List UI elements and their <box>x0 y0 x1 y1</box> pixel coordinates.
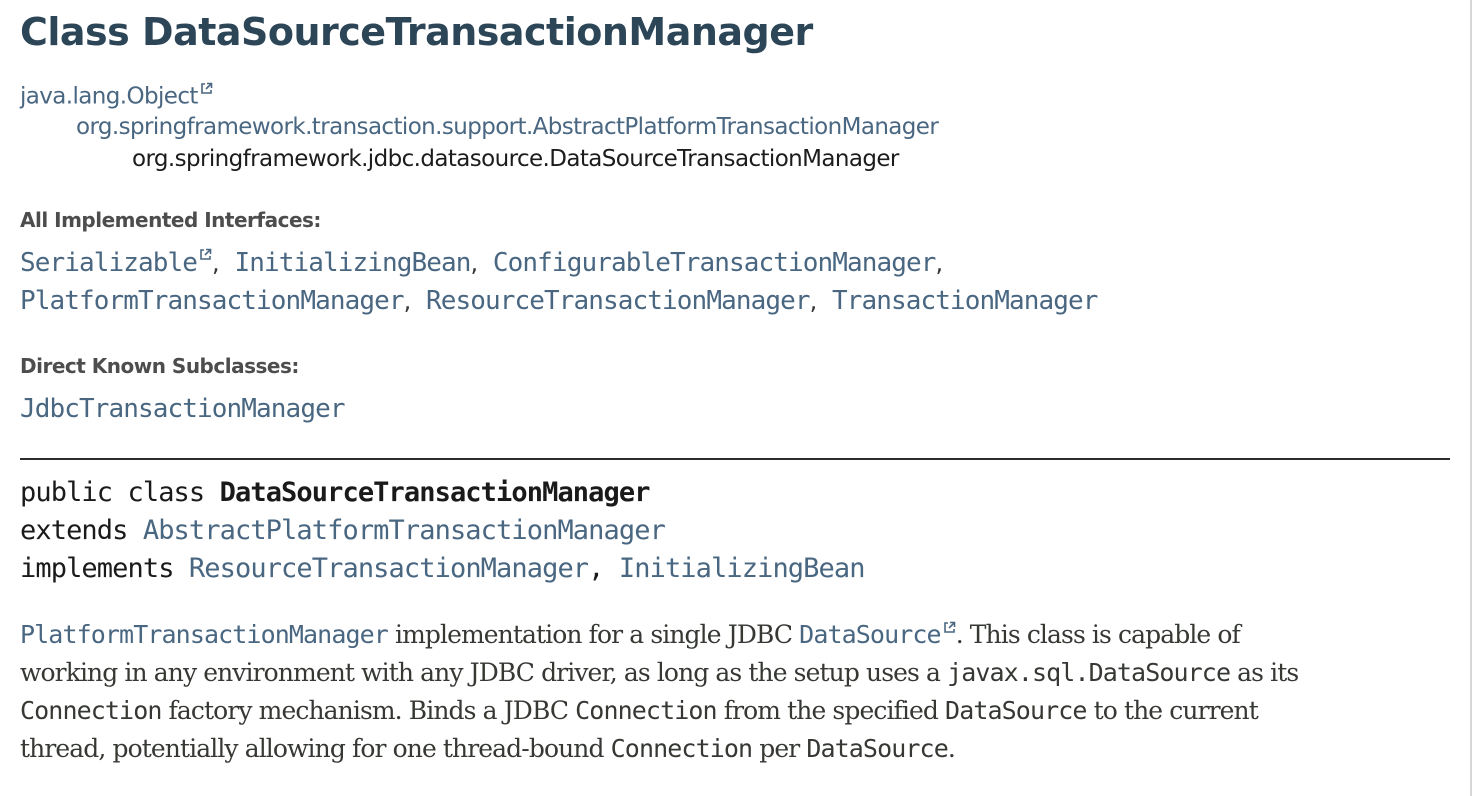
implemented-interfaces-label: All Implemented Interfaces: <box>20 208 321 232</box>
code-connection: Connection <box>20 696 162 725</box>
link-serializable[interactable]: Serializable <box>20 248 198 278</box>
link-desc-platform-transaction-manager[interactable]: PlatformTransactionManager <box>20 620 389 649</box>
link-implements-initializing-bean[interactable]: InitializingBean <box>618 553 866 584</box>
description-text: as its <box>1230 658 1299 687</box>
link-java-lang-object[interactable]: java.lang.Object <box>20 83 198 110</box>
link-configurable-transaction-manager[interactable]: ConfigurableTransactionManager <box>492 248 937 278</box>
link-resource-transaction-manager[interactable]: ResourceTransactionManager <box>426 286 810 316</box>
signature-declaration: public class DataSourceTransactionManage… <box>20 477 650 508</box>
signature-extends: extends AbstractPlatformTransactionManag… <box>20 515 666 546</box>
separator: , <box>588 553 619 584</box>
separator: , <box>212 249 220 277</box>
page-scroll-edge <box>1470 0 1472 796</box>
description-text: implementation for a single JDBC <box>387 620 800 649</box>
description-text: factory mechanism. Binds a JDBC <box>161 696 576 725</box>
separator: , <box>809 287 818 315</box>
description-line: thread, potentially allowing for one thr… <box>20 730 1450 768</box>
signature-modifiers: public class <box>20 477 220 508</box>
code-connection: Connection <box>610 734 753 763</box>
description-line: PlatformTransactionManager implementatio… <box>20 616 1450 654</box>
hierarchy-current: org.springframework.jdbc.datasource.Data… <box>132 146 899 172</box>
code-datasource: DataSource <box>806 734 948 763</box>
external-link-icon <box>199 248 212 261</box>
description-text: working in any environment with any JDBC… <box>20 658 948 687</box>
section-divider <box>20 458 1450 460</box>
subclasses-list: JdbcTransactionManager <box>20 394 345 424</box>
description-line: working in any environment with any JDBC… <box>20 654 1450 692</box>
description-text: per <box>752 734 807 763</box>
link-transaction-manager[interactable]: TransactionManager <box>832 286 1098 316</box>
description-text: to the current <box>1086 696 1259 725</box>
link-extends-abstract-platform-transaction-manager[interactable]: AbstractPlatformTransactionManager <box>142 515 666 546</box>
known-subclasses-label: Direct Known Subclasses: <box>20 354 299 378</box>
separator: , <box>935 249 944 277</box>
code-datasource: DataSource <box>945 696 1087 725</box>
external-link-icon <box>943 621 956 634</box>
hierarchy-parent: org.springframework.transaction.support.… <box>76 114 939 140</box>
signature-class-name: DataSourceTransactionManager <box>219 477 651 508</box>
link-desc-datasource[interactable]: DataSource <box>799 620 941 649</box>
link-implements-resource-transaction-manager[interactable]: ResourceTransactionManager <box>188 553 589 584</box>
link-abstract-platform-transaction-manager[interactable]: org.springframework.transaction.support.… <box>76 114 939 140</box>
signature-implements: implements ResourceTransactionManager, I… <box>20 553 865 584</box>
interfaces-list-row-1: Serializable, InitializingBean, Configur… <box>20 248 943 278</box>
separator: , <box>470 249 479 277</box>
description-text: thread, potentially allowing for one thr… <box>20 734 611 763</box>
implements-keyword: implements <box>20 553 189 584</box>
description-text: from the specified <box>716 696 946 725</box>
extends-keyword: extends <box>20 515 143 546</box>
page-title: Class DataSourceTransactionManager <box>20 10 813 54</box>
description-text: . <box>947 734 956 763</box>
hierarchy-root: java.lang.Object <box>20 82 213 110</box>
external-link-icon <box>200 82 213 95</box>
link-initializing-bean[interactable]: InitializingBean <box>234 248 471 278</box>
class-description: PlatformTransactionManager implementatio… <box>20 616 1450 768</box>
separator: , <box>403 287 412 315</box>
interfaces-list-row-2: PlatformTransactionManager, ResourceTran… <box>20 286 1098 316</box>
code-connection: Connection <box>575 696 717 725</box>
link-platform-transaction-manager[interactable]: PlatformTransactionManager <box>20 286 404 316</box>
description-text: . This class is capable of <box>955 620 1241 649</box>
code-javax-sql-datasource: javax.sql.DataSource <box>947 658 1231 687</box>
link-jdbc-transaction-manager[interactable]: JdbcTransactionManager <box>20 394 345 424</box>
description-line: Connection factory mechanism. Binds a JD… <box>20 692 1450 730</box>
